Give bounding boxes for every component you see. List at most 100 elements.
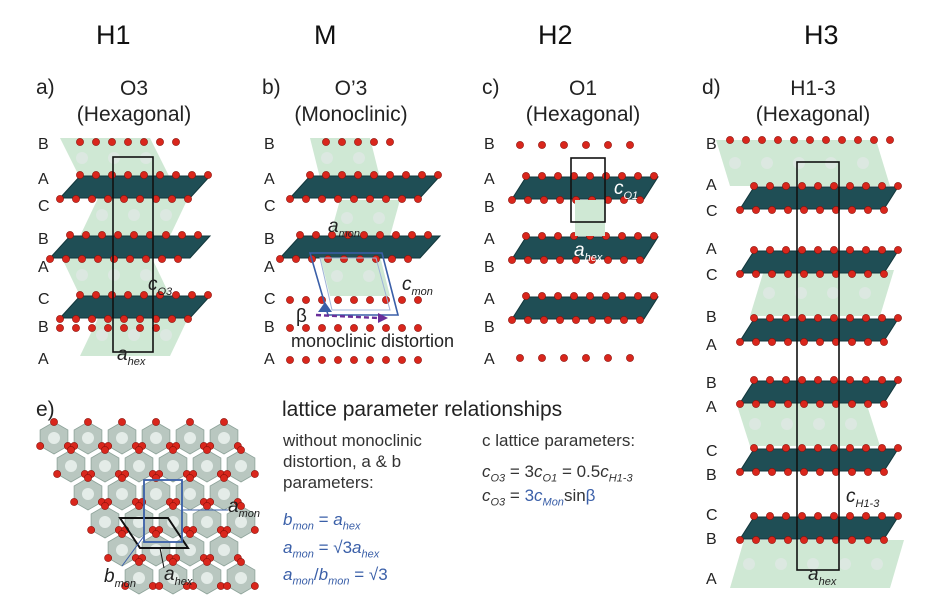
panel-d-slab-oxygen-bottom [784,338,792,346]
panel-a-slab-oxygen-top [124,171,132,179]
label-c-mon-sub: mon [411,285,433,298]
panel-a-slab-oxygen-bottom [94,255,102,263]
panel-a-slab-oxygen-bottom [72,195,80,203]
label-a-hex-c: ahex [574,240,602,264]
panel-e-ion [218,432,230,444]
panel-e-ion [184,432,196,444]
panel-b-slab-oxygen-top [418,171,426,179]
panel-e-oxygen [84,474,92,482]
panel-d-slab-oxygen-top [814,512,822,520]
panel-c-slab-oxygen-bottom [524,316,532,324]
panel-b-slab-oxygen-top [354,171,362,179]
panel-b-slab-oxygen-bottom [276,255,284,263]
label-a-hex-a-sub: hex [127,355,146,368]
panel-b-slab-oxygen-top [344,231,352,239]
panel-b-slab-oxygen-bottom [388,255,396,263]
panel-b-stacking-letter: B [264,136,275,153]
panel-e-oxygen [118,474,126,482]
panel-c-slab-oxygen-bottom [508,256,516,264]
label-beta: β [296,306,307,327]
panel-b-interlayer [310,138,380,178]
panel-b-stacking-letter: A [264,259,275,276]
panel-d-slab-oxygen-top [862,182,870,190]
panel-d-slab-oxygen-bottom [848,338,856,346]
panel-d-slab-oxygen-bottom [880,206,888,214]
panel-a-slab-oxygen-top [124,291,132,299]
panel-c-oxygen-row [538,141,546,149]
panel-d-slab-oxygen-bottom [848,536,856,544]
panel-b-monoclinic-cell-inner [319,257,391,311]
panel-d-slab-oxygen-bottom [848,270,856,278]
label-e-a-hex-sub: hex [174,575,193,588]
panel-c-stacking-letter: A [484,351,495,368]
panel-d-slab-oxygen-bottom [816,536,824,544]
panel-d-slab-oxygen-top [862,246,870,254]
label-a-hex-d: ahex [808,564,836,588]
panel-d-stacking-letter: C [706,267,718,284]
panel-d-interlayer-ion [763,287,775,299]
panel-c-slab-oxygen-bottom [620,316,628,324]
panel-d-slab-oxygen-top [798,512,806,520]
panel-d-slab-oxygen-top [814,182,822,190]
panel-a-name: O3 [119,77,148,100]
panel-e-ion [82,432,94,444]
panel-e-oxygen [135,446,143,454]
panel-b-slab-oxygen-top [402,171,410,179]
panel-c-oxygen-row [516,354,524,362]
panel-a-slab-oxygen-bottom [46,255,54,263]
panel-a-slab-oxygen-bottom [104,315,112,323]
panel-a-slab-oxygen-top [114,231,122,239]
panel-c-oxygen-row [560,141,568,149]
panel-c-name: O1 [568,77,597,100]
panel-a-slab-oxygen-bottom [104,195,112,203]
panel-b-slab-oxygen-top [386,171,394,179]
panel-e-oxygen [220,530,228,538]
panel-c-slab-oxygen-bottom [508,196,516,204]
panel-d-slab-oxygen-top [830,376,838,384]
panel-d-interlayer-ion [845,418,857,430]
panel-b-slab-oxygen-top [312,231,320,239]
label-c-h13-sub: H1-3 [855,497,880,510]
label-a-hex-a-symbol: a [117,344,128,365]
panel-b-oxygen-row [414,356,422,364]
phase-h2: H2 [538,20,573,50]
panel-e-oxygen [169,558,177,566]
panel-d-slab-oxygen-bottom [752,270,760,278]
panel-e-oxygen [53,470,62,478]
panel-b-slab-oxygen-top [338,171,346,179]
panel-c-slab-oxygen-top [634,292,642,300]
label-c-o1: cO1 [614,178,638,202]
label-c-o3-sub: O3 [157,285,173,298]
panel-b-oxygen-row [302,356,310,364]
panel-c-stacking-letter: B [484,319,495,336]
panel-e-oxygen [121,582,130,590]
panel-d-slab-oxygen-top [798,182,806,190]
panel-e-oxygen [203,502,211,510]
panel-b-title: O’3 (Monoclinic) [276,76,426,128]
panel-d-slab-oxygen-top [830,246,838,254]
panel-d-slab-oxygen-top [750,512,758,520]
panel-b-slab-oxygen-bottom [404,255,412,263]
panel-d-slab-oxygen-top [862,444,870,452]
panel-b-interlayer-ion [331,270,343,282]
panel-b-oxygen-row [366,356,374,364]
label-a-mon: amon [328,216,360,240]
panel-c-stacking-letter: B [484,259,495,276]
panel-c-oxygen-row [582,354,590,362]
panel-e-ion [116,544,128,556]
panel-e-oxygen [189,582,198,590]
panel-a-slab-oxygen-top [204,291,212,299]
label-a-hex-c-sub: hex [584,251,603,264]
panel-b-oxygen-row [318,356,326,364]
panel-c-stacking-letter: B [484,136,495,153]
panel-d-slab-oxygen-bottom [848,468,856,476]
panel-d-slab-oxygen-bottom [864,536,872,544]
panel-a-letter: a) [36,76,55,99]
relationships-title: lattice parameter relationships [282,398,563,421]
panel-c-slab [511,236,659,260]
label-a-mon-sub: mon [338,227,360,240]
left-note-line-1: without monoclinic [283,431,422,450]
panel-a-slab [48,235,212,259]
panel-a-slab-oxygen-top [82,231,90,239]
label-c-o1-sub: O1 [623,189,639,202]
